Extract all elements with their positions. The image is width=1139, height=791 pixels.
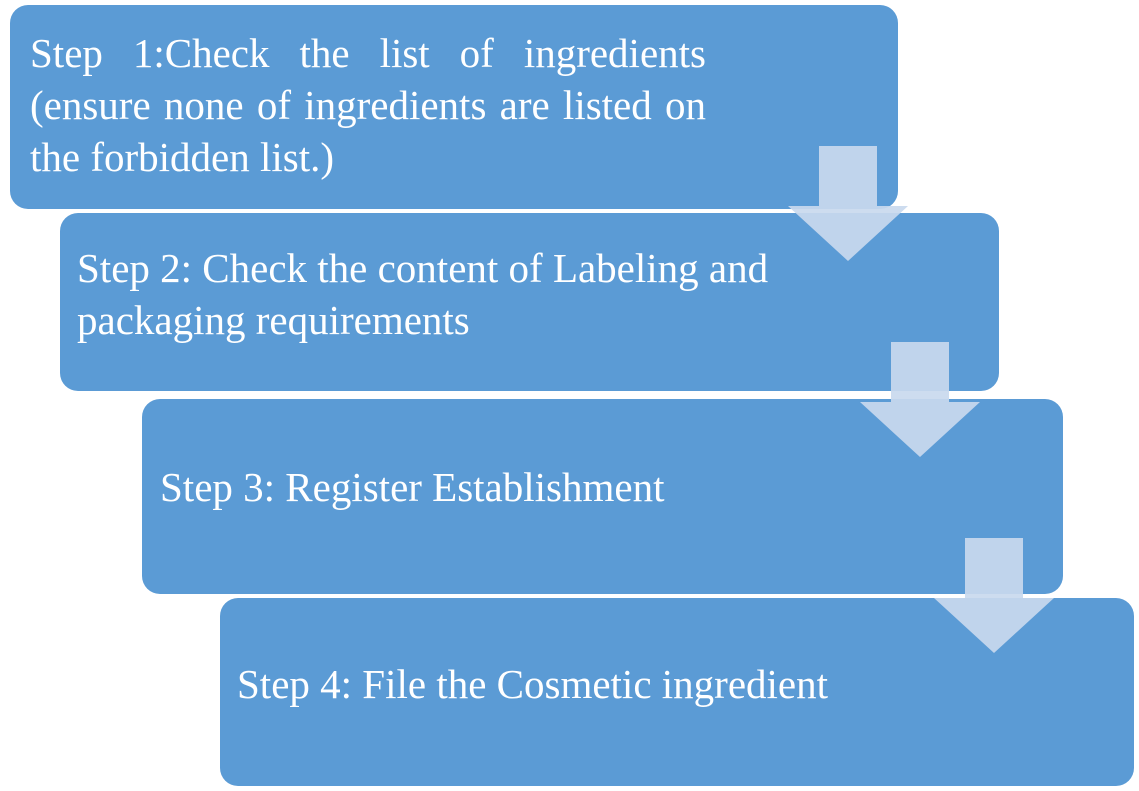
step-4-box: Step 4: File the Cosmetic ingredient (220, 598, 1134, 786)
step-1-text: Step 1:Check the list of ingredients (en… (30, 30, 706, 180)
step-2-text: Step 2: Check the content of Labeling an… (77, 245, 769, 343)
down-arrow-icon (788, 146, 908, 261)
step-3-text: Step 3: Register Establishment (160, 464, 665, 510)
step-4-text: Step 4: File the Cosmetic ingredient (237, 661, 828, 707)
step-1-box: Step 1:Check the list of ingredients (en… (10, 5, 898, 209)
down-arrow-icon (934, 538, 1054, 653)
down-arrow-icon (860, 342, 980, 457)
